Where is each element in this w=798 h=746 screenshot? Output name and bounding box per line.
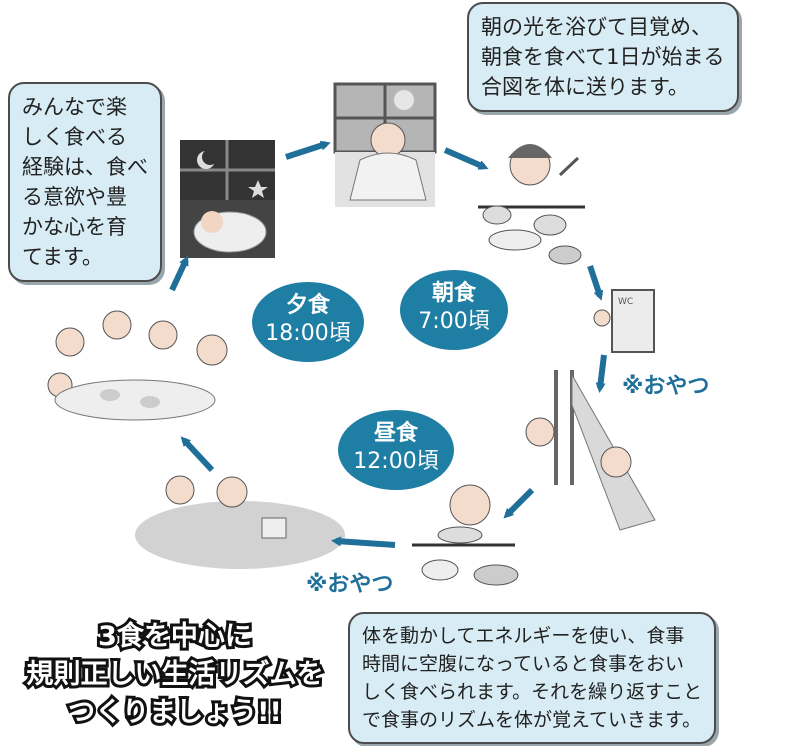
arrow-night-to-wake [285, 140, 331, 160]
snack-label-morning: ※おやつ [622, 374, 710, 399]
arrow-breakfast-to-toilet [587, 265, 604, 301]
breakfast-table-icon [478, 144, 585, 265]
waking-child-window-icon [333, 82, 437, 207]
bubble-family-line: しく食べる [22, 125, 127, 149]
bubble-morning-line: 合図を体に送ります。 [481, 75, 689, 99]
bubble-family-line: 経験は、食べ [22, 155, 148, 179]
bubble-family: みんなで楽 しく食べる 経験は、食べ る意欲や豊 かな心を育 てます。 [8, 82, 162, 282]
arrow-toilet-to-slide [595, 354, 607, 393]
bubble-morning-line: 朝の光を浴びて目覚め、 [481, 15, 712, 39]
meal-dinner-badge: 夕食 18:00頃 [252, 282, 364, 362]
slogan: 3食を中心に 規則正しい生活リズムを つくりましょう!! [0, 618, 350, 732]
arrow-dinner-to-night [169, 255, 189, 292]
bubble-activity-line: 体を動かしてエネルギーを使い、食事 [362, 625, 685, 647]
bubble-activity: 体を動かしてエネルギーを使い、食事 時間に空腹になっていると食事をおい しく食べ… [348, 612, 717, 744]
bubble-activity-line: しく食べられます。それを繰り返すこと [362, 681, 703, 703]
slogan-line: 3食を中心に [95, 618, 255, 655]
meal-breakfast-time: 7:00頃 [418, 309, 490, 334]
arrow-lunch-to-sandbox [331, 536, 396, 548]
meal-breakfast-badge: 朝食 7:00頃 [400, 270, 508, 350]
bubble-activity-line: で食事のリズムを体が覚えていきます。 [362, 709, 702, 731]
bubble-family-line: てます。 [22, 245, 103, 269]
arrow-wake-to-breakfast [443, 147, 489, 170]
meal-lunch-name: 昼食 [373, 421, 418, 446]
bubble-family-line: かな心を育 [22, 215, 127, 239]
meal-breakfast-name: 朝食 [431, 281, 476, 306]
sleeping-child-moon-icon [180, 140, 275, 258]
slogan-line: 規則正しい生活リズムを [24, 656, 327, 693]
cycle-arrows [169, 140, 607, 548]
meal-dinner-name: 夕食 [285, 293, 330, 318]
arrow-sandbox-to-dinner [180, 436, 215, 473]
bubble-morning-line: 朝食を食べて1日が始まる [481, 45, 725, 69]
snack-label-afternoon: ※おやつ [306, 572, 394, 597]
children-slide-icon [525, 370, 656, 531]
meal-lunch-badge: 昼食 12:00頃 [338, 410, 454, 490]
bubble-family-line: る意欲や豊 [22, 185, 127, 209]
svg-text:WC: WC [618, 297, 633, 307]
slogan-line: つくりましょう!! [65, 694, 285, 731]
bubble-morning: 朝の光を浴びて目覚め、 朝食を食べて1日が始まる 合図を体に送ります。 [467, 2, 739, 112]
bubble-family-line: みんなで楽 [22, 95, 127, 119]
meal-dinner-time: 18:00頃 [265, 321, 351, 346]
bubble-activity-line: 時間に空腹になっていると食事をおい [362, 653, 685, 675]
sandbox-play-icon [135, 475, 345, 569]
meal-lunch-time: 12:00頃 [353, 449, 439, 474]
family-dinner-icon [47, 310, 228, 421]
arrow-slide-to-lunch [503, 487, 535, 519]
lunch-table-icon [412, 484, 519, 586]
toilet-door-icon: WC [593, 289, 655, 353]
